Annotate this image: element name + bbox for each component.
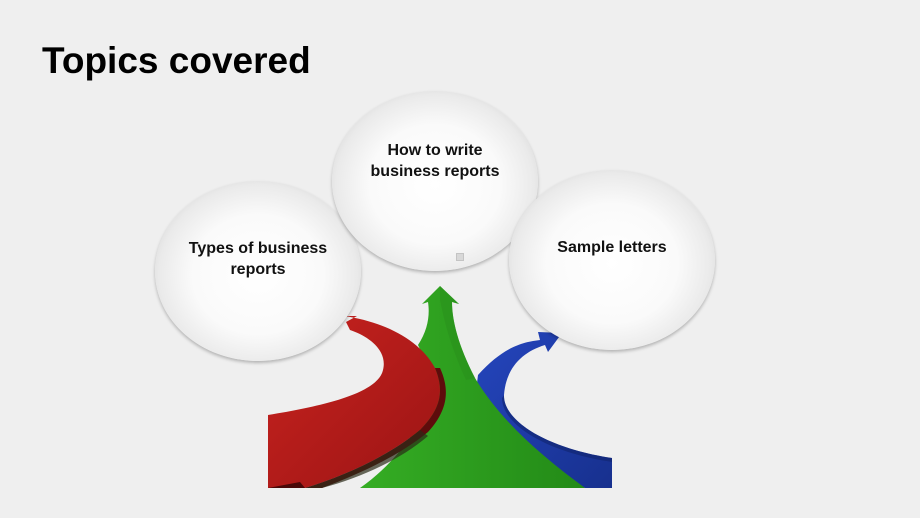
topic-bubble-label: Sample letters [557,238,667,256]
selection-handle[interactable] [456,253,464,261]
topic-bubble-how-to-write: How to write business reports [332,91,538,271]
topic-bubble-label: Types of business reports [188,240,328,278]
slide-title: Topics covered [42,40,311,81]
topic-bubble-label: How to write business reports [370,142,500,180]
topic-bubble-types-of-reports: Types of business reports [155,181,361,361]
topic-bubble-sample-letters: Sample letters [509,170,715,350]
